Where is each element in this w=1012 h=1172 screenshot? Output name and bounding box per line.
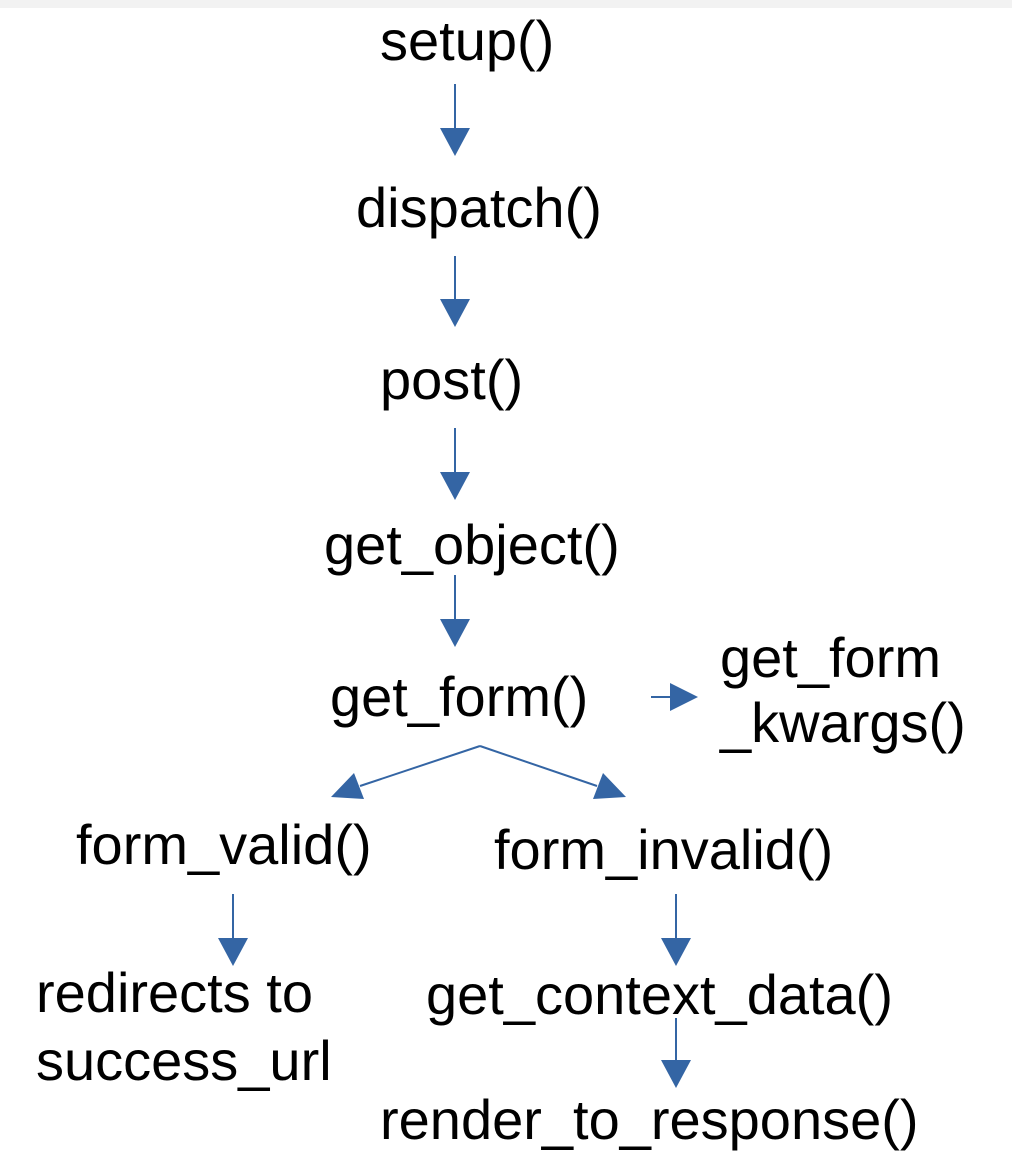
node-form-invalid-label: form_invalid()	[494, 818, 834, 881]
node-get-form-label: get_form()	[330, 665, 589, 728]
node-form-valid-label: form_valid()	[76, 813, 372, 876]
node-form-invalid: form_invalid()	[494, 822, 833, 878]
node-get-form: get_form()	[330, 669, 588, 725]
node-setup-label: setup()	[380, 9, 555, 72]
arrow-get-form-to-form-invalid	[479, 745, 626, 799]
node-redirect-line1: redirects to	[36, 961, 313, 1024]
node-get-form-kwargs: get_form _kwargs()	[720, 630, 966, 751]
node-get-form-kwargs-line2: _kwargs()	[720, 691, 966, 754]
node-get-context-data: get_context_data()	[426, 967, 893, 1023]
node-dispatch: dispatch()	[356, 180, 602, 236]
node-setup: setup()	[380, 13, 554, 69]
node-render-to-response: render_to_response()	[380, 1092, 919, 1148]
node-form-valid: form_valid()	[76, 817, 372, 873]
arrow-dispatch-to-post	[440, 256, 470, 327]
node-dispatch-label: dispatch()	[356, 176, 602, 239]
arrow-get-form-to-form-valid	[331, 745, 481, 799]
node-get-object-label: get_object()	[324, 513, 620, 576]
node-redirect: redirects to success_url	[36, 965, 332, 1089]
node-get-object: get_object()	[324, 517, 620, 573]
arrow-form-invalid-to-get-context-data	[661, 894, 691, 966]
arrow-get-form-to-kwargs	[651, 683, 698, 711]
arrow-get-context-data-to-render	[661, 1018, 691, 1088]
node-get-context-data-label: get_context_data()	[426, 963, 893, 1026]
arrow-form-valid-to-redirect	[218, 894, 248, 966]
node-post: post()	[380, 352, 523, 408]
node-render-to-response-label: render_to_response()	[380, 1088, 919, 1151]
node-redirect-line2: success_url	[36, 1029, 332, 1092]
top-strip	[0, 0, 1012, 8]
node-get-form-kwargs-line1: get_form	[720, 626, 941, 689]
arrow-setup-to-dispatch	[440, 84, 470, 156]
arrow-get-object-to-get-form	[440, 575, 470, 647]
node-post-label: post()	[380, 348, 524, 411]
arrow-post-to-get-object	[440, 428, 470, 500]
